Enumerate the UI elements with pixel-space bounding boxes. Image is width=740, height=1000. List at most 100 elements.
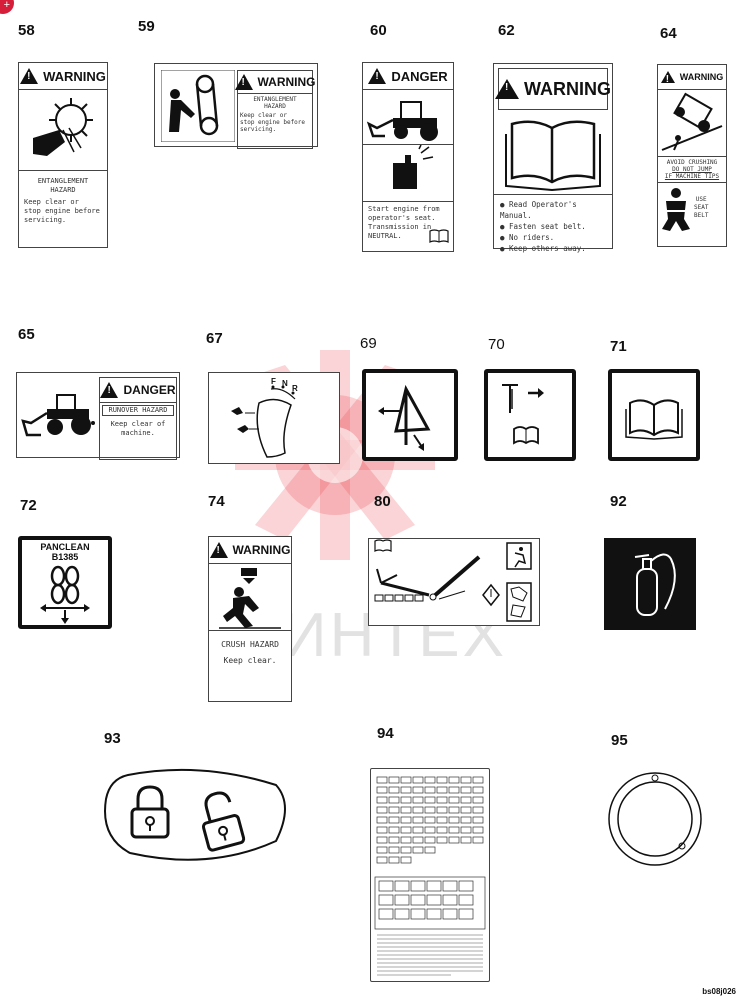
decal-59-line4: stop engine before — [240, 119, 306, 126]
corner-badge: + — [0, 0, 14, 14]
decal-58-entanglement-warning: WARNING ENTANGLEMENT HAZARD Keep clear o… — [18, 62, 108, 248]
item-number-62: 62 — [498, 22, 515, 39]
decal-65-header: DANGER — [123, 383, 176, 397]
item-number-67: 67 — [206, 330, 223, 347]
entanglement-hand-fan-icon — [33, 98, 93, 156]
fire-extinguisher-icon — [634, 553, 676, 616]
decal-58-line1: ENTANGLEMENT — [37, 177, 89, 185]
decal-60-line4: NEUTRAL. — [368, 232, 402, 240]
warning-triangle-icon — [234, 74, 253, 90]
item-number-71: 71 — [610, 338, 627, 355]
unlocked-padlock-icon — [201, 791, 246, 852]
item-number-93: 93 — [104, 730, 121, 747]
seated-operator-seatbelt-icon — [662, 188, 690, 231]
decal-65-line2: Keep clear of — [110, 420, 166, 428]
decal-60-danger-start-engine: DANGER Start engine from operator's seat… — [362, 62, 454, 252]
warning-triangle-icon — [209, 542, 228, 558]
decal-59-line2: HAZARD — [264, 103, 286, 110]
decal-59-line5: servicing. — [240, 126, 277, 133]
decal-74-crush-hazard-warning: WARNING CRUSH HAZARD Keep clear. — [208, 536, 292, 702]
decal-59-line3: Keep clear or — [240, 112, 287, 119]
decal-74-line2: Keep clear. — [223, 656, 277, 665]
decal-65-line3: machine. — [121, 429, 155, 437]
decal-62-bullet1: ● Read Operator's Manual. — [500, 200, 577, 220]
item-number-74: 74 — [208, 493, 225, 510]
loader-runover-icon — [21, 394, 95, 437]
decal-64-header: WARNING — [679, 72, 724, 82]
decal-65-line1: RUNOVER HAZARD — [102, 405, 174, 416]
open-book-icon — [505, 120, 601, 192]
loader-icon — [366, 101, 438, 141]
decal-62-header: WARNING — [524, 78, 611, 99]
decal-59-header: WARNING — [257, 75, 316, 89]
warning-triangle-icon — [368, 68, 387, 84]
gear-label-reverse: R — [292, 384, 298, 393]
decal-64-line2: DO NOT JUMP — [672, 166, 712, 173]
warning-triangle-icon — [495, 79, 519, 99]
articulation-arrows-icon — [378, 384, 431, 451]
belt-hand-icon — [161, 70, 235, 142]
decal-72-line1: PANCLEAN — [40, 542, 90, 552]
item-number-69: 69 — [360, 335, 377, 352]
fan-reverse-icon — [40, 565, 90, 624]
open-book-icon — [625, 399, 683, 440]
item-number-80: 80 — [374, 493, 391, 510]
decal-62-bullet4: ● Keep others away. — [500, 244, 586, 253]
decal-58-line2: HAZARD — [50, 186, 76, 194]
fuse-chart-grid-icon — [374, 776, 486, 976]
decal-64-line5: SEAT — [694, 204, 709, 211]
item-number-65: 65 — [18, 326, 35, 343]
decal-64-avoid-crushing-warning: WARNING AVOID CRUSHING DO NOT JUMP IF MA… — [657, 64, 727, 247]
lift-arrow-book-icon — [502, 384, 544, 445]
decal-62-read-manual-warning: WARNING ● Read Operator's Manual. ● Fast… — [493, 63, 613, 253]
falling-load-crush-icon — [219, 568, 281, 629]
locked-padlock-icon — [130, 785, 170, 839]
fnr-shift-lever-icon — [231, 385, 296, 458]
manual-book-icon — [429, 229, 449, 243]
decal-70-lift-arm-manual — [484, 369, 576, 461]
rollover-crush-icon — [661, 92, 723, 151]
decal-58-line5: servicing. — [24, 216, 67, 224]
gear-label-forward: F — [271, 377, 276, 386]
decal-64-line1: AVOID CRUSHING — [666, 159, 718, 166]
item-number-95: 95 — [611, 732, 628, 749]
warning-triangle-icon — [20, 68, 39, 84]
decal-58-line3: Keep clear or — [24, 198, 79, 206]
item-number-70: 70 — [488, 336, 505, 353]
decal-72-panclean-fan: PANCLEAN B1385 — [18, 536, 112, 629]
decal-58-header: WARNING — [43, 68, 106, 84]
boom-support-icon — [374, 539, 532, 622]
warning-triangle-icon — [660, 71, 675, 85]
item-number-94: 94 — [377, 725, 394, 742]
decal-92-fire-extinguisher — [604, 538, 696, 630]
decal-74-header: WARNING — [232, 543, 291, 557]
decal-58-line4: stop engine before — [24, 207, 100, 215]
decal-71-operator-manual — [608, 369, 700, 461]
decal-62-bullet3: ● No riders. — [500, 233, 555, 242]
decal-59-entanglement-warning: WARNING ENTANGLEMENT HAZARD Keep clear o… — [154, 63, 318, 149]
item-number-60: 60 — [370, 22, 387, 39]
decal-59-line1: ENTANGLEMENT — [253, 96, 297, 103]
decal-69-steering-articulation — [362, 369, 458, 461]
item-number-59: 59 — [138, 18, 155, 35]
engine-start-spark-icon — [363, 144, 453, 189]
decal-60-line2: operator's seat. — [368, 214, 436, 222]
decal-62-bullet2: ● Fasten seat belt. — [500, 222, 586, 231]
decal-72-line2: B1385 — [51, 552, 79, 562]
decal-65-runover-danger: DANGER RUNOVER HAZARD Keep clear of mach… — [16, 372, 180, 460]
decal-60-line1: Start engine from — [368, 205, 440, 213]
item-number-92: 92 — [610, 493, 627, 510]
decal-64-line3: IF MACHINE TIPS — [664, 173, 720, 180]
decal-95-ring — [608, 772, 702, 866]
drawing-reference: bs08j026 — [702, 987, 736, 996]
decal-74-line1: CRUSH HAZARD — [221, 640, 279, 649]
decal-94-fuse-relay-chart — [370, 768, 490, 982]
decal-64-line6: BELT — [694, 212, 709, 219]
decal-64-line4: USE — [695, 196, 707, 203]
decal-93-lock-unlock — [104, 768, 286, 861]
decal-60-line3: Transmission in — [368, 223, 432, 231]
item-number-64: 64 — [660, 25, 677, 42]
warning-triangle-icon — [100, 382, 119, 398]
item-number-58: 58 — [18, 22, 35, 39]
decal-80-boom-support — [368, 538, 540, 626]
